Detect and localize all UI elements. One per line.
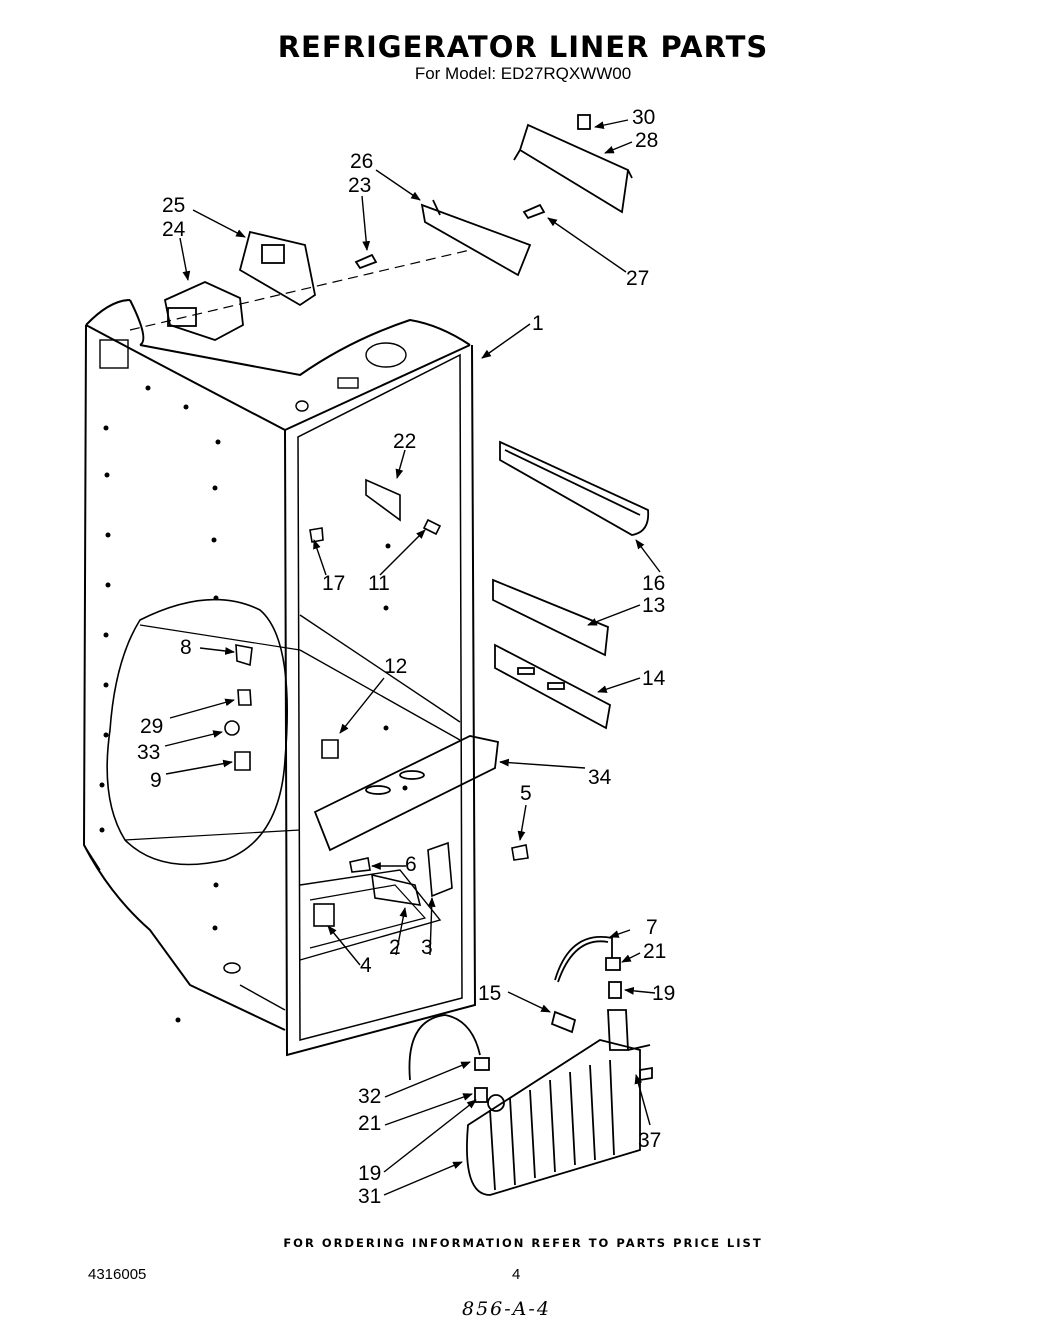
top-parts xyxy=(163,114,633,341)
callout-5: 5 xyxy=(520,782,532,805)
callout-9: 9 xyxy=(150,769,162,792)
page-number: 4 xyxy=(512,1266,521,1283)
page-title: REFRIGERATOR LINER PARTS xyxy=(277,30,769,64)
liner-cabinet xyxy=(82,249,477,1057)
callout-27: 27 xyxy=(626,267,649,290)
ordering-note: FOR ORDERING INFORMATION REFER TO PARTS … xyxy=(283,1236,763,1250)
callout-25: 25 xyxy=(162,194,185,217)
callout-32: 32 xyxy=(358,1085,381,1108)
callout-11: 11 xyxy=(368,572,390,595)
callout-21b: 21 xyxy=(358,1112,381,1135)
ice-maker-parts xyxy=(408,936,653,1196)
callout-2: 2 xyxy=(389,936,401,959)
callout-24: 24 xyxy=(162,218,186,241)
callout-19b: 19 xyxy=(358,1162,381,1185)
callout-22: 22 xyxy=(393,430,416,453)
callout-29: 29 xyxy=(140,715,163,738)
callout-37: 37 xyxy=(638,1129,661,1152)
side-parts xyxy=(313,440,650,852)
callout-8: 8 xyxy=(180,636,192,659)
callout-33: 33 xyxy=(137,741,160,764)
callout-labels: 30 28 26 23 25 24 27 1 22 16 17 11 13 8 … xyxy=(137,106,675,1208)
callout-21a: 21 xyxy=(643,940,666,963)
callout-31: 31 xyxy=(358,1185,381,1208)
callout-17: 17 xyxy=(322,572,345,595)
callout-19a: 19 xyxy=(652,982,675,1005)
callout-7: 7 xyxy=(646,916,658,939)
callout-28: 28 xyxy=(635,129,658,152)
callout-6: 6 xyxy=(405,853,417,876)
document-number: 4316005 xyxy=(88,1266,147,1283)
handwritten-note: 856-A-4 xyxy=(462,1298,551,1320)
model-subtitle: For Model: ED27RQXWW00 xyxy=(414,64,632,83)
hardware xyxy=(224,478,529,927)
callout-12: 12 xyxy=(384,655,407,678)
callout-23: 23 xyxy=(348,174,371,197)
callout-30: 30 xyxy=(632,106,655,129)
callout-3: 3 xyxy=(421,936,433,959)
callout-26: 26 xyxy=(350,150,373,173)
callout-34: 34 xyxy=(588,766,612,789)
leader-lines xyxy=(164,119,661,1196)
callout-15: 15 xyxy=(478,982,501,1005)
callout-14: 14 xyxy=(642,667,666,690)
wall-holes xyxy=(99,385,408,1023)
callout-4: 4 xyxy=(360,954,372,977)
callout-16: 16 xyxy=(642,572,665,595)
drain-hole xyxy=(223,962,241,974)
callout-13: 13 xyxy=(642,594,665,617)
callout-1: 1 xyxy=(532,312,544,335)
